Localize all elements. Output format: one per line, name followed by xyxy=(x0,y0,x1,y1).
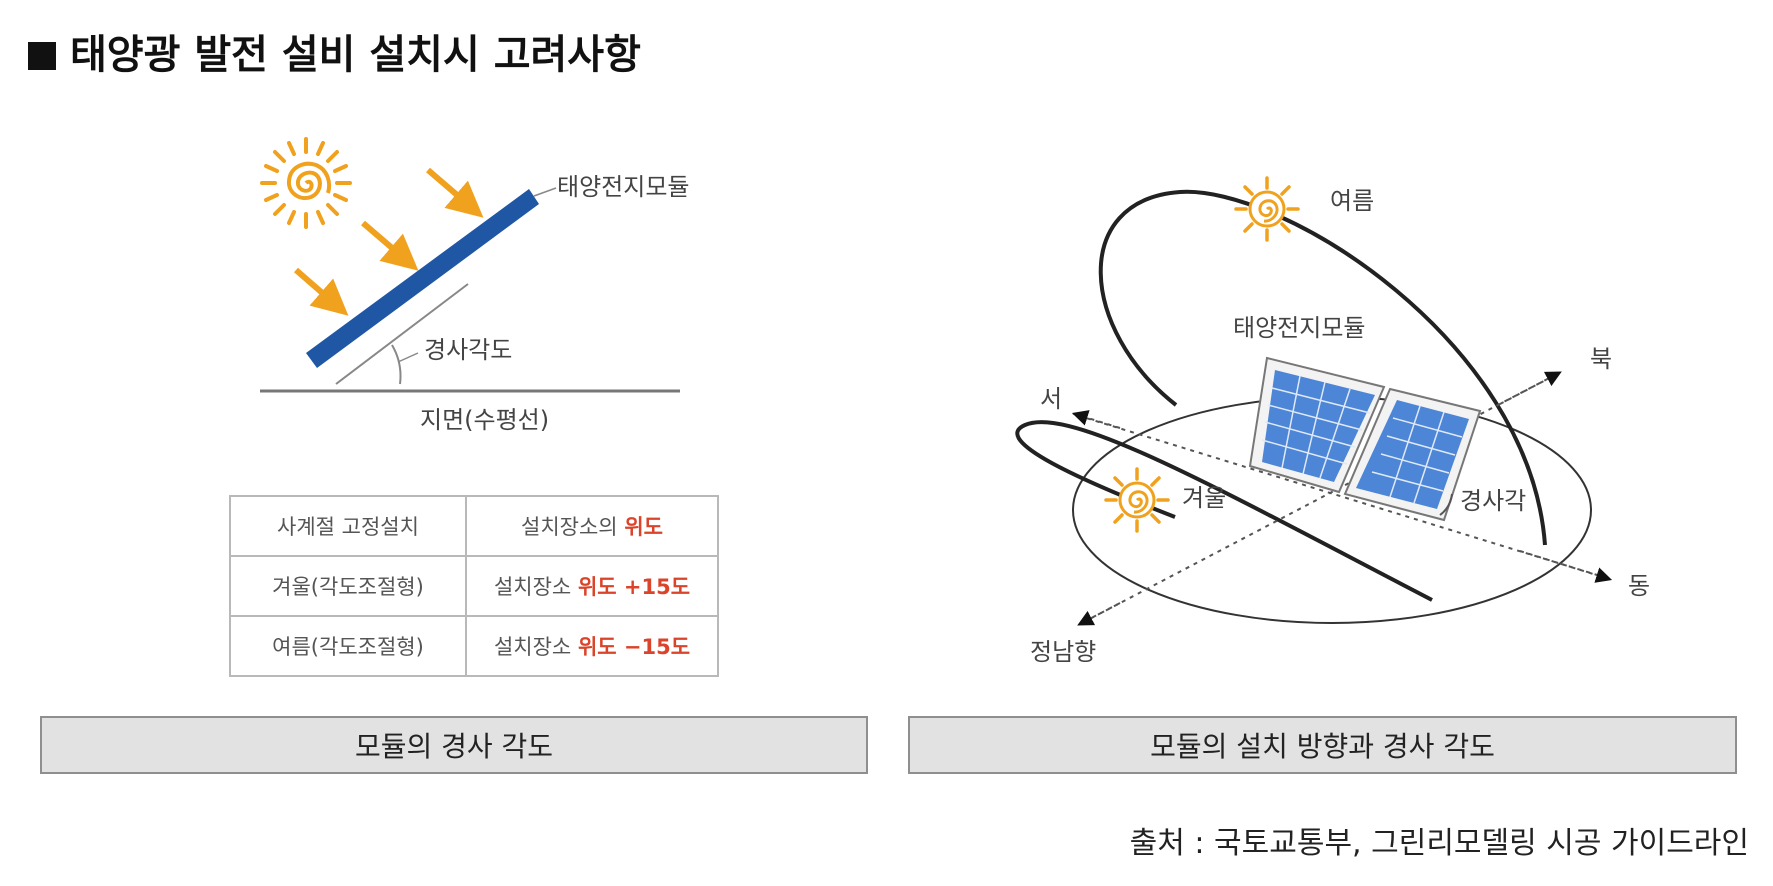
source-note: 출처 : 국토교통부, 그린리모델링 시공 가이드라인 xyxy=(1129,826,1749,861)
table-row: 사계절 고정설치 설치장소의 위도 xyxy=(229,495,719,557)
south-axis-arrow xyxy=(1077,602,1121,626)
tilt-leader-line xyxy=(397,352,419,363)
solar-panel xyxy=(306,189,539,368)
summer-sun-icon xyxy=(1234,176,1300,242)
module-leader-line xyxy=(533,187,557,197)
sun-ray-arrow xyxy=(361,220,419,271)
module-label: 태양전지모듈 xyxy=(1233,314,1365,342)
tilt-angle-diagram: 태양전지모듈 경사각도 지면(수평선) xyxy=(260,137,689,434)
east-label: 동 xyxy=(1628,572,1650,600)
sun-ray-arrow xyxy=(294,267,349,316)
table-cell-value: 설치장소 위도 −15도 xyxy=(465,615,719,677)
table-row: 겨울(각도조절형) 설치장소 위도 +15도 xyxy=(229,555,719,617)
winter-sun-icon xyxy=(1104,467,1170,533)
winter-label: 겨울 xyxy=(1182,484,1226,512)
west-axis-arrow xyxy=(1071,410,1121,429)
panel-support-line xyxy=(335,283,469,385)
tilt-angle-arc xyxy=(1439,493,1453,516)
sun-ray-arrow xyxy=(426,167,484,218)
west-east-axis xyxy=(1072,413,1608,579)
solar-module xyxy=(1248,356,1482,522)
table-row: 여름(각도조절형) 설치장소 위도 −15도 xyxy=(229,615,719,677)
north-label: 북 xyxy=(1590,345,1612,373)
summer-sun-path xyxy=(1098,189,1547,546)
winter-sun-path xyxy=(1015,420,1433,602)
caption-left: 모듈의 경사 각도 xyxy=(40,716,868,774)
sun-icon xyxy=(260,137,352,229)
south-label: 정남향 xyxy=(1030,638,1096,666)
table-cell-label: 겨울(각도조절형) xyxy=(229,555,467,617)
summer-label: 여름 xyxy=(1330,187,1374,215)
east-axis-arrow xyxy=(1519,550,1613,583)
orientation-diagram: 여름 겨울 태양전지모듈 경사각 북 서 동 정남향 xyxy=(1015,176,1650,666)
north-axis-arrow xyxy=(1499,371,1562,405)
table-cell-value: 설치장소 위도 +15도 xyxy=(465,555,719,617)
module-label: 태양전지모듈 xyxy=(557,173,689,201)
tilt-label: 경사각 xyxy=(1460,487,1526,515)
square-bullet-icon xyxy=(28,42,56,70)
table-cell-value: 설치장소의 위도 xyxy=(465,495,719,557)
tilt-label: 경사각도 xyxy=(424,336,512,364)
table-cell-label: 사계절 고정설치 xyxy=(229,495,467,557)
tilt-angle-arc xyxy=(391,344,402,385)
tilt-angle-table: 사계절 고정설치 설치장소의 위도 겨울(각도조절형) 설치장소 위도 +15도… xyxy=(229,495,719,677)
west-label: 서 xyxy=(1040,385,1062,413)
page-title: 태양광 발전 설비 설치시 고려사항 xyxy=(28,22,641,80)
ground-label: 지면(수평선) xyxy=(420,406,549,434)
caption-right: 모듈의 설치 방향과 경사 각도 xyxy=(908,716,1737,774)
table-cell-label: 여름(각도조절형) xyxy=(229,615,467,677)
